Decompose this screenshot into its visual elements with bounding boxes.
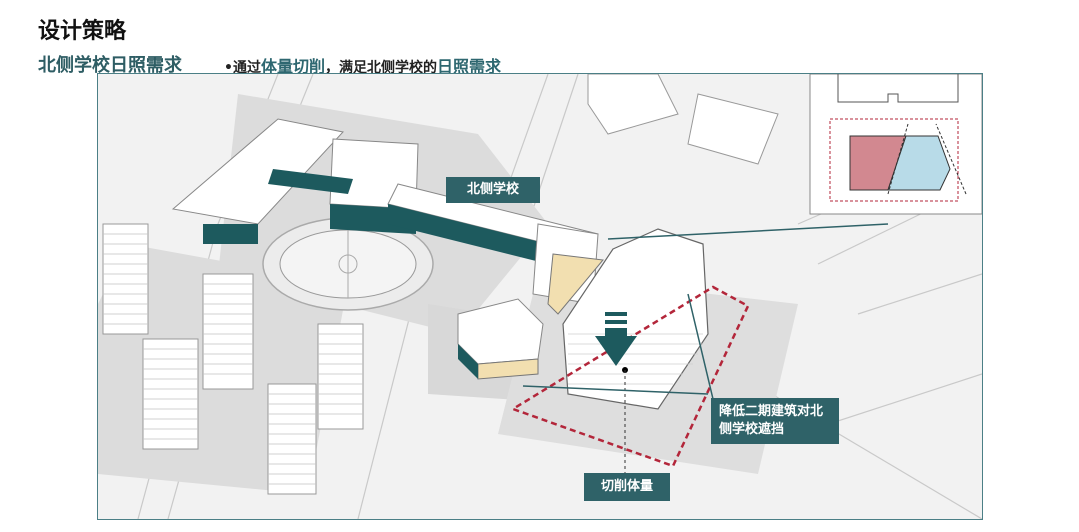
inset-blue-area [887, 135, 951, 191]
label-reduce-line-1: 降低二期建筑对北 [719, 404, 824, 419]
page-title: 设计策略 [38, 19, 127, 44]
residential-towers [102, 223, 364, 495]
desc-highlight-2: 日照需求 [436, 57, 501, 76]
site-diagram: 北侧学校 降低二期建筑对北 侧学校遮挡 切削体量 [97, 73, 983, 520]
cut-down-arrow-icon [595, 312, 637, 366]
site-boundary [510, 285, 750, 468]
label-north-school: 北侧学校 [446, 177, 540, 203]
label-reduce-shadow: 降低二期建筑对北 侧学校遮挡 [711, 398, 839, 444]
label-reduce-line-2: 侧学校遮挡 [719, 422, 785, 437]
south-school-building [457, 298, 544, 380]
section-subtitle: 北侧学校日照需求 [38, 55, 182, 76]
leader-lines [522, 223, 889, 400]
bullet: • [224, 60, 233, 76]
north-school-buildings [171, 118, 604, 315]
desc-text-1: 通过 [232, 60, 261, 76]
desc-text-2: ，满足北侧学校的 [324, 60, 437, 76]
label-cut-volume: 切削体量 [584, 473, 670, 501]
strategy-description: •通过体量切削，满足北侧学校的日照需求 [224, 53, 501, 77]
tower-floor-lines [103, 233, 363, 485]
sports-field [262, 217, 434, 311]
sunlight-inset [809, 74, 982, 215]
axonometric-site-illustration [98, 74, 982, 519]
northeast-buildings [587, 74, 779, 165]
desc-highlight-1: 体量切削 [260, 57, 325, 76]
